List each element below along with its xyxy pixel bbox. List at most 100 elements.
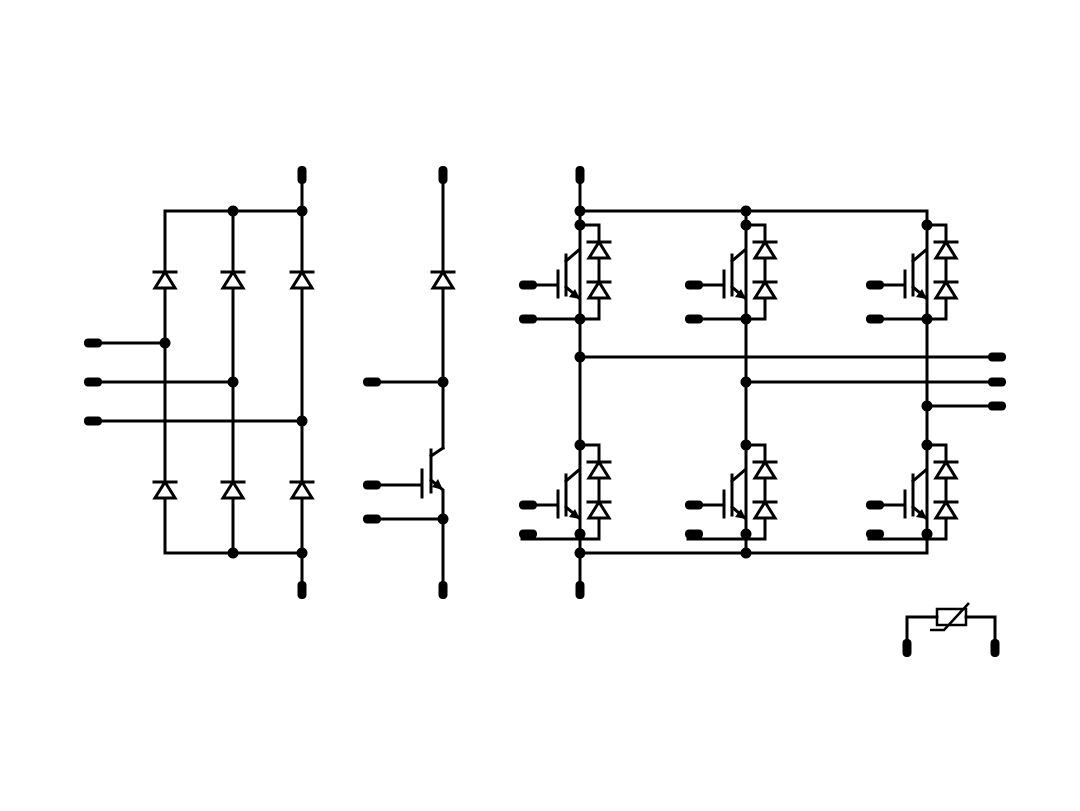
antiparallel-diode-upper xyxy=(933,459,959,480)
rectifier-upper-diode-3 xyxy=(289,269,315,290)
junction-dot-icon xyxy=(740,528,752,540)
junction-dot-icon xyxy=(227,547,239,559)
junction-dot-icon xyxy=(740,439,752,451)
igbt-collector-lead xyxy=(910,223,929,264)
antiparallel-diode-lower xyxy=(752,499,778,520)
antiparallel-diode-lower xyxy=(586,279,612,300)
ntc-left-lead xyxy=(905,615,939,647)
terminal-pin-icon xyxy=(84,416,102,426)
diode-icon xyxy=(752,499,778,520)
igbt-upper-u xyxy=(520,223,612,321)
antiparallel-diode-loop xyxy=(925,443,948,541)
junction-dot-icon xyxy=(740,205,752,217)
terminal-pin-icon xyxy=(297,166,307,184)
antiparallel-diode-upper xyxy=(752,239,778,260)
rectifier-lower-diode-2 xyxy=(220,479,246,500)
junction-dot-icon xyxy=(921,439,933,451)
antiparallel-diode-lower xyxy=(933,499,959,520)
junction-dot-icon xyxy=(574,547,586,559)
diode-icon xyxy=(586,459,612,480)
terminal-pin-icon xyxy=(685,280,703,290)
diode-icon xyxy=(933,239,959,260)
junction-dot-icon xyxy=(921,400,933,412)
diode-icon xyxy=(430,269,456,290)
diode-icon xyxy=(752,459,778,480)
antiparallel-diode-upper xyxy=(752,459,778,480)
junction-dot-icon xyxy=(740,313,752,325)
junction-dot-icon xyxy=(740,376,752,388)
terminal-pin-icon xyxy=(988,352,1006,362)
junction-dot-icon xyxy=(574,439,586,451)
terminal-pin-icon xyxy=(84,377,102,387)
terminal-pin-icon xyxy=(438,581,448,599)
inverter-bridge xyxy=(578,176,997,589)
igbt-lower-v xyxy=(686,443,778,541)
junction-dot-icon xyxy=(437,376,449,388)
igbt-collector-lead xyxy=(563,223,582,264)
rectifier-upper-diode-1 xyxy=(152,269,178,290)
terminal-pin-icon xyxy=(519,280,537,290)
rectifier-lower-diode-3 xyxy=(289,479,315,500)
terminal-pin-icon xyxy=(519,314,537,324)
igbt-emitter-arrow-icon xyxy=(916,509,927,519)
brake-chopper xyxy=(373,176,446,589)
diode-icon xyxy=(586,239,612,260)
antiparallel-diode-lower xyxy=(752,279,778,300)
ntc-thermistor xyxy=(905,602,997,647)
igbt-emitter-arrow-icon xyxy=(569,509,580,519)
rectifier-lower-diode-1 xyxy=(152,479,178,500)
brake-emitter-arrow-icon xyxy=(432,479,443,490)
igbt-collector-lead xyxy=(563,443,582,484)
diode-icon xyxy=(220,269,246,290)
junction-dot-icon xyxy=(227,205,239,217)
terminal-pin-icon xyxy=(866,529,884,539)
antiparallel-diode-loop xyxy=(578,223,601,321)
igbt-lower-w xyxy=(867,443,959,541)
terminal-pin-icon xyxy=(575,581,585,599)
terminal-pin-icon xyxy=(685,529,703,539)
junction-dot-icon xyxy=(296,415,308,427)
diode-icon xyxy=(586,499,612,520)
diode-icon xyxy=(152,479,178,500)
junction-dot-icon xyxy=(574,219,586,231)
terminal-pin-icon xyxy=(363,514,381,524)
junction-dot-icon xyxy=(921,219,933,231)
igbt-collector-lead xyxy=(729,223,748,264)
diode-icon xyxy=(152,269,178,290)
junction-dot-icon xyxy=(437,513,449,525)
antiparallel-diode-loop xyxy=(925,223,948,321)
antiparallel-diode-loop xyxy=(744,223,767,321)
igbt-emitter-arrow-icon xyxy=(735,509,746,519)
antiparallel-diode-upper xyxy=(586,239,612,260)
terminal-pin-icon xyxy=(866,280,884,290)
igbt-emitter-arrow-icon xyxy=(916,289,927,299)
junction-dot-icon xyxy=(296,547,308,559)
terminal-pin-icon xyxy=(519,500,537,510)
rectifier-upper-diode-2 xyxy=(220,269,246,290)
igbt-lower-u xyxy=(520,443,612,541)
terminal-pin-icon xyxy=(84,338,102,348)
antiparallel-diode-loop xyxy=(578,443,601,541)
brake-collector-lead xyxy=(428,445,446,459)
terminal-pin-icon xyxy=(990,639,1000,657)
terminal-pin-icon xyxy=(988,377,1006,387)
terminal-pin-icon xyxy=(575,166,585,184)
terminal-pin-icon xyxy=(297,581,307,599)
terminal-pin-icon xyxy=(685,500,703,510)
antiparallel-diode-upper xyxy=(933,239,959,260)
antiparallel-diode-lower xyxy=(586,499,612,520)
junction-dot-icon xyxy=(159,337,171,349)
junction-dot-icon xyxy=(574,351,586,363)
junction-dot-icon xyxy=(227,376,239,388)
junction-dot-icon xyxy=(740,547,752,559)
diode-icon xyxy=(220,479,246,500)
terminal-pin-icon xyxy=(438,166,448,184)
thermistor-icon xyxy=(935,607,968,627)
terminal-pin-icon xyxy=(363,480,381,490)
thermistor-slash-icon xyxy=(930,602,970,632)
igbt-collector-lead xyxy=(729,443,748,484)
terminal-pin-icon xyxy=(363,377,381,387)
terminal-pin-icon xyxy=(866,500,884,510)
